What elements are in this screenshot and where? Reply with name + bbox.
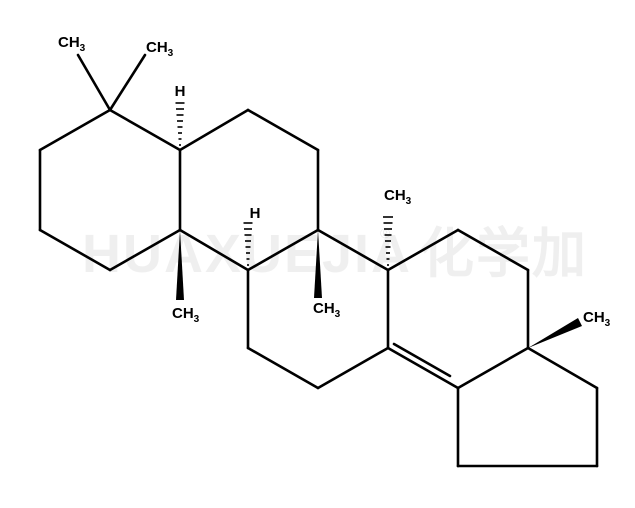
methyl-label: CH3 (146, 39, 174, 59)
wedge-bond (314, 230, 322, 298)
bond (38, 228, 112, 272)
methyl-label: CH3 (172, 305, 200, 325)
methyl-label: CH3 (583, 309, 611, 329)
bond (246, 346, 320, 390)
methyl-label: CH3 (58, 34, 86, 54)
double-bond-inner (392, 342, 452, 378)
bond (316, 346, 390, 390)
hydrogen-label: H (250, 205, 261, 222)
hashed-wedge-bonds (175, 102, 393, 266)
bond (246, 228, 320, 272)
hashed-bond (175, 102, 185, 146)
double-bond (386, 346, 460, 390)
hydrogen-label: H (175, 83, 186, 100)
bond (108, 108, 182, 152)
bond (526, 346, 599, 390)
bond (38, 108, 112, 152)
bond (76, 53, 112, 112)
bond-skeleton (38, 53, 599, 468)
bond (108, 228, 182, 272)
watermark: HUAXUEJIA ® 化学加 (82, 224, 588, 284)
bond (246, 108, 320, 152)
bond (178, 108, 250, 152)
bond (386, 228, 460, 272)
hashed-bond (243, 222, 253, 266)
watermark-chinese-text: 化学加 (420, 224, 588, 284)
bond (456, 346, 530, 390)
bond (456, 228, 530, 272)
watermark-registered-mark: ® (380, 225, 391, 241)
bond (178, 228, 250, 272)
methyl-label: CH3 (384, 187, 412, 207)
atom-labels: CH3 CH3 CH3 CH3 CH3 CH3 H H (58, 34, 611, 329)
wedge-bond (176, 230, 184, 300)
methyl-label: CH3 (313, 300, 341, 320)
bond (316, 228, 390, 272)
wedge-bonds (176, 230, 582, 348)
hashed-bond (383, 216, 393, 266)
wedge-bond (528, 318, 582, 348)
bond (108, 53, 147, 112)
